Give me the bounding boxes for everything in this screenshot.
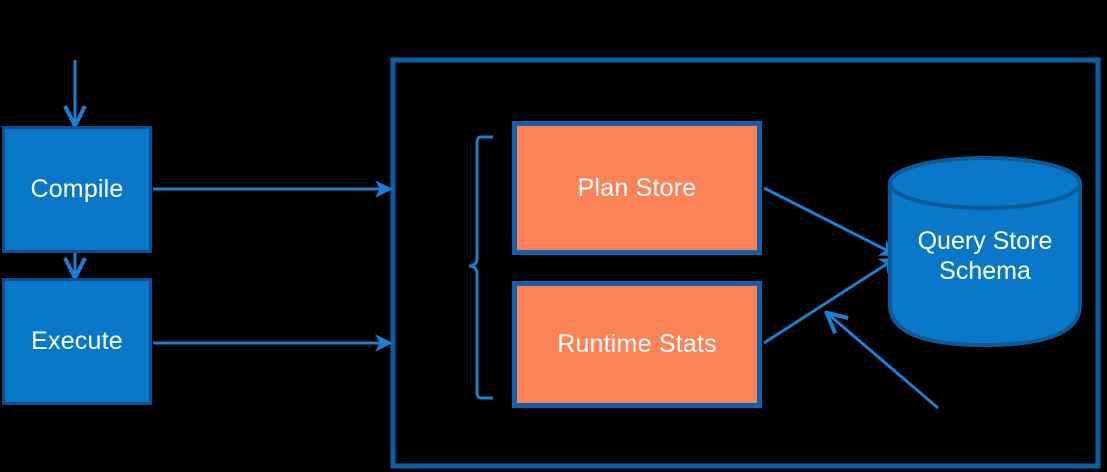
arrow-external-to-schema: [828, 314, 939, 410]
arrow-runtime-stats-to-schema: [763, 256, 898, 345]
stage-box-execute[interactable]: Execute: [2, 278, 152, 405]
store-box-runtime-stats[interactable]: Runtime Stats: [512, 281, 762, 408]
stage-label-execute: Execute: [31, 327, 123, 356]
stores-grouping-bracket: [468, 135, 493, 400]
store-label-runtime-stats: Runtime Stats: [557, 330, 717, 359]
stage-label-compile: Compile: [30, 175, 124, 204]
store-box-plan-store[interactable]: Plan Store: [512, 121, 762, 255]
query-store-schema-cylinder: [888, 156, 1082, 348]
store-label-plan-store: Plan Store: [577, 173, 697, 202]
query-store-container-frame: [390, 57, 1101, 469]
arrow-plan-store-to-schema: [763, 186, 898, 257]
stage-box-compile[interactable]: Compile: [2, 126, 152, 253]
